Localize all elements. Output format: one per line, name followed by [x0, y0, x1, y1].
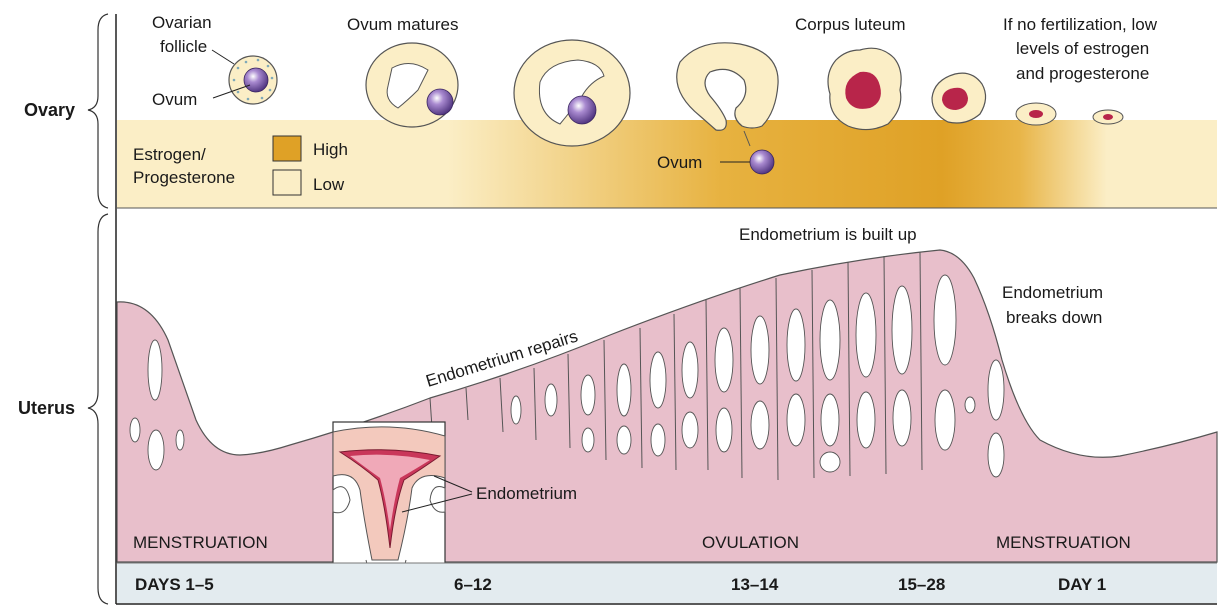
legend-low-swatch	[272, 169, 302, 196]
ovulation-label: OVULATION	[702, 533, 799, 552]
ovarian-follicle-label-line1: Ovarian	[152, 13, 212, 32]
legend-high-swatch	[272, 135, 302, 162]
endometrium-pointer-bottom	[401, 493, 473, 513]
ovarian-follicle-small	[228, 55, 278, 105]
endometrium-pointer-top	[433, 475, 473, 493]
released-ovum-label: Ovum	[657, 153, 702, 172]
legend-high-label: High	[313, 140, 348, 159]
corpus-luteum-regressing	[931, 72, 987, 124]
uterus-brace	[87, 213, 109, 605]
day-label-6-12: 6–12	[454, 575, 492, 594]
ovary-brace	[87, 13, 109, 209]
breaks-down-label-line2: breaks down	[1006, 308, 1102, 327]
ovum-label-left: Ovum	[152, 90, 197, 109]
ovum-pointer-line	[212, 84, 251, 99]
uterus-label: Uterus	[18, 398, 75, 418]
endometrium-label: Endometrium	[476, 484, 577, 503]
follicle-pointer-line	[211, 49, 235, 65]
released-ovum	[749, 149, 775, 175]
legend-low-label: Low	[313, 175, 345, 194]
legend-title-line1: Estrogen/	[133, 145, 206, 164]
day-label-15-28: 15–28	[898, 575, 945, 594]
built-up-label: Endometrium is built up	[739, 225, 917, 244]
mature-follicle	[513, 39, 631, 147]
day-label-13-14: 13–14	[731, 575, 779, 594]
day-label-day-1: DAY 1	[1058, 575, 1106, 594]
menstruation-left-label: MENSTRUATION	[133, 533, 268, 552]
corpus-albicans-1	[1015, 102, 1057, 126]
no-fertilization-label-line2: levels of estrogen	[1016, 39, 1149, 58]
no-fertilization-label-line1: If no fertilization, low	[1003, 15, 1158, 34]
ovarian-follicle-label-line2: follicle	[160, 37, 207, 56]
no-fertilization-label-line3: and progesterone	[1016, 64, 1149, 83]
menstruation-right-label: MENSTRUATION	[996, 533, 1131, 552]
ruptured-follicle	[676, 42, 779, 147]
corpus-albicans-2	[1092, 109, 1124, 125]
corpus-luteum-label: Corpus luteum	[795, 15, 906, 34]
breaks-down-label-line1: Endometrium	[1002, 283, 1103, 302]
endometrium-gland-dividers	[429, 251, 923, 481]
uterus-inset-illustration	[332, 426, 446, 569]
day-bar	[117, 563, 1217, 603]
endometrium-glands	[129, 274, 1005, 478]
day-label-1-5: DAYS 1–5	[135, 575, 214, 594]
maturing-follicle	[365, 42, 459, 128]
legend-title-line2: Progesterone	[133, 168, 235, 187]
corpus-luteum	[827, 47, 902, 131]
ovum-matures-label: Ovum matures	[347, 15, 458, 34]
ovary-label: Ovary	[24, 100, 75, 120]
